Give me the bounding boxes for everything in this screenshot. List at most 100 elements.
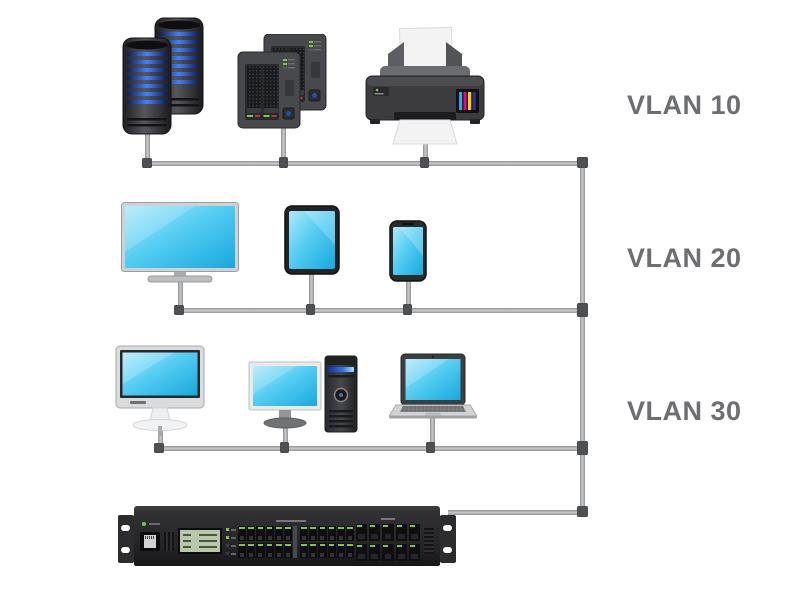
rack-screw-hole: [443, 525, 452, 531]
rack-ear-left: [118, 515, 134, 563]
rack-screw-hole: [121, 525, 130, 531]
smartphone: [389, 220, 427, 282]
rj45-port-block-right: [300, 526, 354, 558]
laptop: [389, 353, 477, 419]
tower-servers: [122, 17, 204, 135]
rack-screw-hole: [443, 547, 452, 553]
vlan30-bus-cable: [158, 446, 585, 451]
rj45-port: [345, 526, 354, 541]
sfp-port: [382, 524, 394, 541]
printer: [365, 27, 485, 145]
status-led-column: [226, 528, 238, 555]
rj45-port: [309, 526, 318, 541]
rj45-port-block-left: [238, 526, 292, 558]
printer-control-panel: [373, 87, 389, 96]
sfp-port: [356, 544, 368, 561]
sfp-port: [356, 524, 368, 541]
tablet: [284, 205, 340, 275]
cable-joint: [577, 303, 588, 317]
rj45-port: [256, 526, 265, 541]
laptop-keyboard: [400, 406, 466, 412]
drop-cable-desktop: [283, 422, 288, 449]
port-block-divider: [293, 526, 297, 558]
sfp-port: [395, 524, 407, 541]
cable-joint: [154, 443, 164, 453]
sfp-port: [408, 544, 420, 561]
rj45-port: [336, 526, 345, 541]
cable-joint: [403, 304, 412, 315]
drop-cable-all-in-one: [158, 428, 163, 449]
cable-joint: [577, 506, 588, 517]
sfp-port: [408, 524, 420, 541]
nas-storage-units: [237, 34, 327, 129]
sfp-port-block: [356, 524, 420, 561]
drop-cable-printer: [423, 140, 428, 164]
tv-display: [121, 202, 239, 283]
rj45-port: [238, 526, 247, 541]
rj45-port: [309, 543, 318, 558]
rj45-port: [318, 543, 327, 558]
rj45-port: [265, 543, 274, 558]
trunk-cable: [580, 161, 585, 515]
rj45-port: [238, 543, 247, 558]
sfp-port: [395, 544, 407, 561]
laptop-trackpad: [425, 412, 441, 416]
vent-grille-left: [164, 532, 174, 551]
drop-cable-laptop: [430, 416, 435, 449]
vlan10-label: VLAN 10: [627, 90, 742, 120]
rackmount-ethernet-switch: [118, 506, 456, 568]
rj45-port: [247, 526, 256, 541]
cable-joint: [280, 442, 289, 453]
cable-joint: [420, 157, 429, 168]
rj45-port: [318, 526, 327, 541]
rj45-port: [247, 543, 256, 558]
drop-cable-smartphone: [406, 277, 411, 311]
drop-cable-tv: [178, 278, 183, 311]
cable-joint: [577, 441, 588, 455]
vent-grille-right: [424, 528, 434, 554]
vlan20-bus-cable: [178, 308, 585, 313]
smartphone-screen: [393, 227, 423, 275]
rack-screw-hole: [121, 547, 130, 553]
tv-stand: [147, 275, 213, 283]
all-in-one-computer: [115, 345, 205, 436]
rj45-port: [336, 543, 345, 558]
rj45-port: [300, 526, 309, 541]
rj45-port: [283, 526, 292, 541]
cable-joint: [279, 157, 288, 168]
desktop-computer: [248, 355, 358, 433]
rj45-port: [327, 526, 336, 541]
lcd-display: [178, 528, 222, 554]
vlan30-label: VLAN 30: [627, 396, 742, 426]
drop-cable-tablet: [309, 272, 314, 311]
drop-cable-nas: [281, 118, 286, 164]
sfp-port: [382, 544, 394, 561]
cable-joint: [306, 304, 315, 315]
cable-joint: [142, 158, 152, 168]
rj45-port: [256, 543, 265, 558]
power-label-mark: [149, 523, 160, 525]
sfp-ports-label-mark: [381, 518, 395, 520]
rj45-port: [274, 526, 283, 541]
all-in-one-screen: [122, 352, 198, 396]
ethernet-ports-label-mark: [276, 520, 306, 522]
desktop-monitor-screen: [253, 366, 317, 406]
cable-joint: [577, 157, 588, 168]
rj45-port: [274, 543, 283, 558]
rj45-port: [265, 526, 274, 541]
rj45-port: [300, 543, 309, 558]
laptop-screen: [405, 359, 461, 400]
tv-screen: [125, 206, 235, 268]
power-led: [142, 522, 146, 526]
vlan20-label: VLAN 20: [627, 243, 742, 273]
rj45-port: [327, 543, 336, 558]
rj45-port: [345, 543, 354, 558]
switch-uplink-cable: [448, 510, 585, 515]
paper-output-sheet: [392, 119, 458, 145]
rack-ear-right: [440, 515, 456, 563]
console-port: [140, 532, 160, 551]
sfp-port: [369, 544, 381, 561]
cable-joint: [426, 442, 435, 453]
tablet-screen: [289, 211, 335, 269]
